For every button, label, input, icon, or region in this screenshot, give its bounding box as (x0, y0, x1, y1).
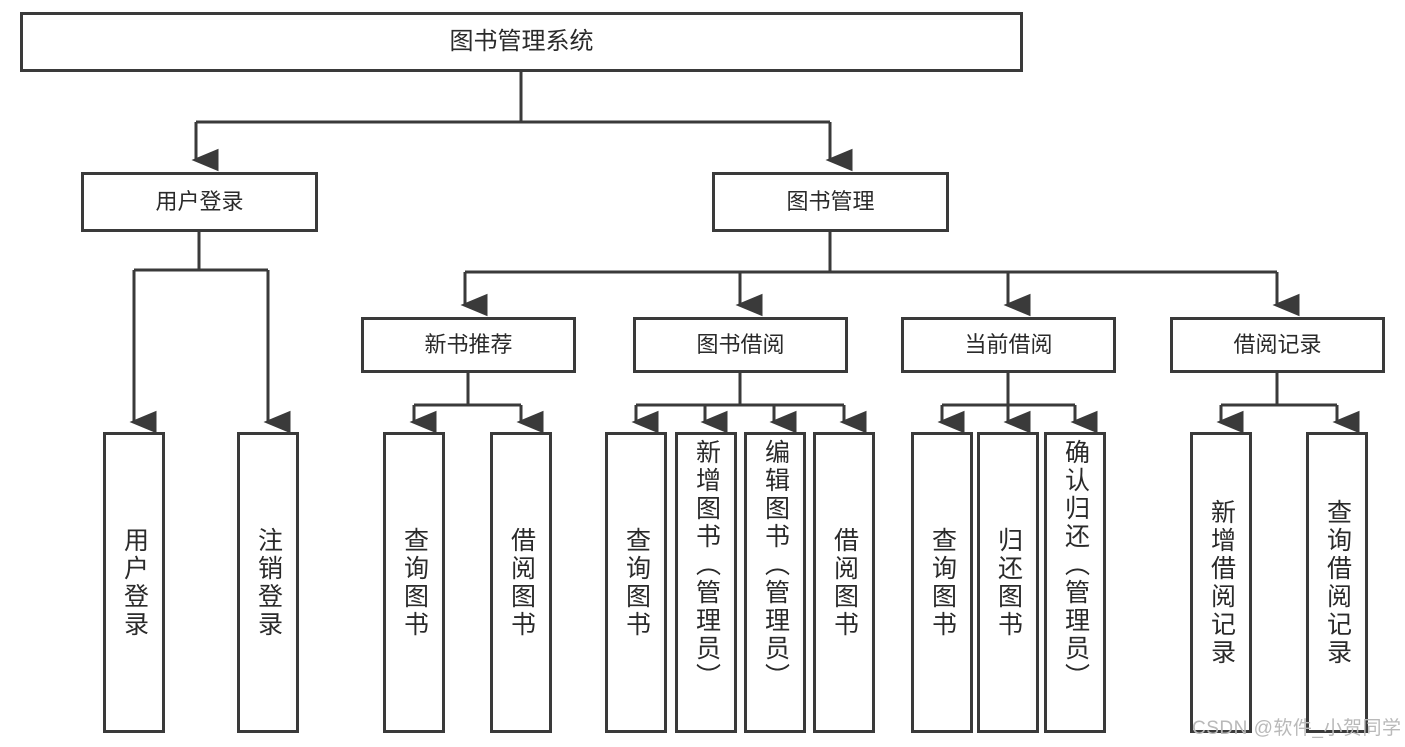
node-new-book-recommendation[interactable]: 新书推荐 (361, 317, 576, 373)
node-label: 新书推荐 (424, 332, 513, 357)
node-leaf-add-borrow-record[interactable]: 新增借阅记录 (1190, 432, 1252, 733)
node-leaf-query-book-current[interactable]: 查询图书 (911, 432, 973, 733)
node-label: 编辑图书（管理员） (761, 439, 790, 691)
node-leaf-confirm-return-admin[interactable]: 确认归还（管理员） (1044, 432, 1106, 733)
node-label: 注销登录 (254, 526, 283, 639)
node-label: 新增图书（管理员） (692, 439, 721, 691)
node-leaf-return-book[interactable]: 归还图书 (977, 432, 1039, 733)
node-label: 归还图书 (994, 526, 1023, 639)
node-root-book-management-system[interactable]: 图书管理系统 (20, 12, 1023, 72)
node-leaf-query-book-rec[interactable]: 查询图书 (383, 432, 445, 733)
node-label: 查询图书 (622, 526, 651, 639)
node-borrow-record[interactable]: 借阅记录 (1170, 317, 1385, 373)
node-leaf-add-book-admin[interactable]: 新增图书（管理员） (675, 432, 737, 733)
node-leaf-user-login[interactable]: 用户登录 (103, 432, 165, 733)
node-label: 借阅图书 (830, 526, 859, 639)
node-leaf-query-borrow-record[interactable]: 查询借阅记录 (1306, 432, 1368, 733)
node-leaf-borrow-book[interactable]: 借阅图书 (813, 432, 875, 733)
node-label: 用户登录 (120, 526, 149, 639)
node-label: 查询图书 (400, 526, 429, 639)
csdn-watermark: CSDN @软件_小贺同学 (1192, 718, 1402, 739)
node-label: 新增借阅记录 (1207, 498, 1236, 667)
node-label: 当前借阅 (964, 332, 1053, 357)
node-book-management[interactable]: 图书管理 (712, 172, 949, 232)
node-book-borrow[interactable]: 图书借阅 (633, 317, 848, 373)
node-label: 确认归还（管理员） (1061, 439, 1090, 691)
node-leaf-logout[interactable]: 注销登录 (237, 432, 299, 733)
node-label: 图书借阅 (696, 332, 785, 357)
node-label: 借阅图书 (507, 526, 536, 639)
node-label: 查询借阅记录 (1323, 498, 1352, 667)
node-current-borrow[interactable]: 当前借阅 (901, 317, 1116, 373)
node-label: 查询图书 (928, 526, 957, 639)
node-label: 图书管理 (786, 189, 875, 214)
node-leaf-query-book-borrow[interactable]: 查询图书 (605, 432, 667, 733)
node-leaf-edit-book-admin[interactable]: 编辑图书（管理员） (744, 432, 806, 733)
node-label: 借阅记录 (1233, 332, 1322, 357)
node-user-login[interactable]: 用户登录 (81, 172, 318, 232)
node-label: 图书管理系统 (449, 28, 594, 55)
node-label: 用户登录 (155, 189, 244, 214)
node-leaf-borrow-book-rec[interactable]: 借阅图书 (490, 432, 552, 733)
